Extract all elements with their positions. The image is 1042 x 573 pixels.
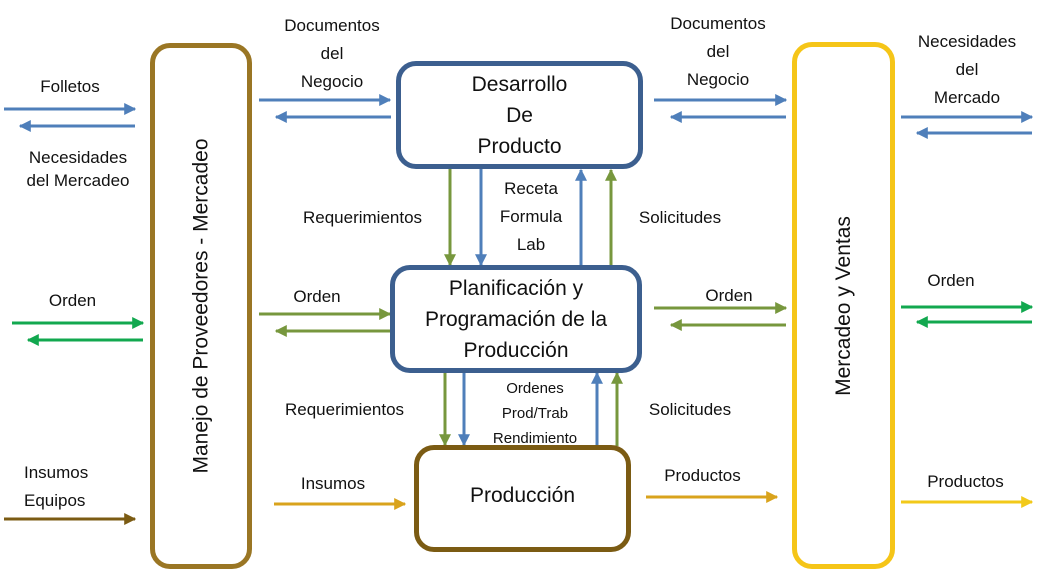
box-production-planning-label: Planificación y Programación de la Produ… <box>424 276 608 362</box>
box-production-label: Producción <box>469 484 576 507</box>
box-suppliers-marketing: Manejo de Proveedores - Mercadeo <box>150 43 252 569</box>
label-documentos-left: Documentos del Negocio <box>284 16 380 91</box>
label-requerimientos-top: Requerimientos <box>302 208 423 227</box>
label-necesidades-mercado: Necesidades del Mercado <box>917 32 1017 107</box>
label-orden-center-left: Orden <box>293 287 341 306</box>
label-orden-right: Orden <box>927 271 975 290</box>
label-productos-right: Productos <box>927 472 1004 491</box>
box-product-development: Desarrollo De Producto <box>396 61 643 169</box>
box-production: Producción <box>414 445 631 552</box>
label-orden-left: Orden <box>48 291 97 310</box>
label-solicitudes-bottom: Solicitudes <box>648 400 732 419</box>
box-marketing-sales-label: Mercadeo y Ventas <box>831 215 855 396</box>
label-necesidades-mercadeo: Necesidades del Mercadeo <box>26 148 130 190</box>
label-insumos-equipos: Insumos Equipos <box>24 463 89 510</box>
box-production-planning: Planificación y Programación de la Produ… <box>390 265 642 373</box>
label-solicitudes-top: Solicitudes <box>638 208 722 227</box>
label-insumos: Insumos <box>300 474 366 493</box>
label-folletos: Folletos <box>40 77 100 96</box>
label-productos-center: Productos <box>664 466 741 485</box>
box-product-development-label: Desarrollo De Producto <box>471 72 568 158</box>
box-suppliers-label: Manejo de Proveedores - Mercadeo <box>189 138 213 474</box>
label-receta-formula-lab: Receta Formula Lab <box>499 179 563 254</box>
label-ordenes-prod-trab: Ordenes Prod/Trab Rendimiento <box>492 380 578 447</box>
label-requerimientos-bottom: Requerimientos <box>284 400 405 419</box>
label-documentos-right: Documentos del Negocio <box>670 14 766 89</box>
box-marketing-sales: Mercadeo y Ventas <box>792 42 895 569</box>
label-orden-center-right: Orden <box>705 286 753 305</box>
